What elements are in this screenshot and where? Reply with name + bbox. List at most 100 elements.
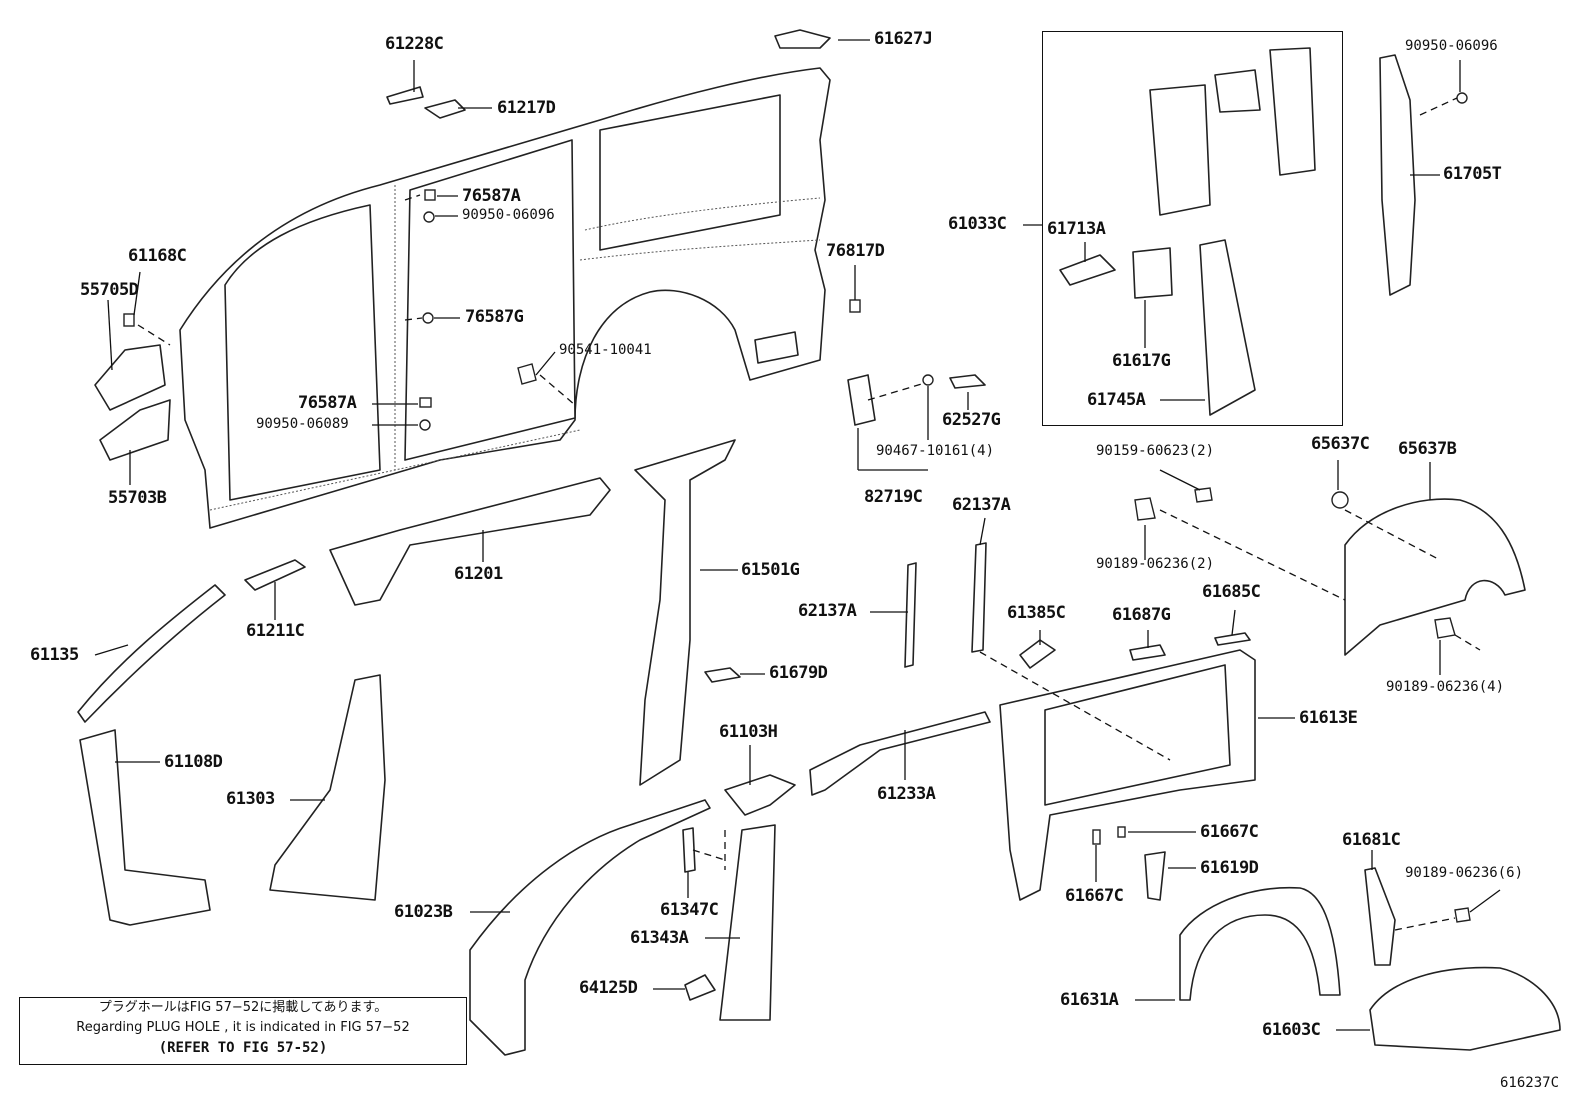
- part-82719c-shape: [847, 374, 876, 426]
- note-line-japanese: プラグホールはFIG 57−52に掲載してあります。: [98, 1000, 388, 1015]
- label-61228c[interactable]: 61228C: [385, 34, 444, 54]
- label-76587a-top[interactable]: 76587A: [462, 186, 521, 206]
- part-61228c-shape: [386, 86, 424, 105]
- note-line-refer: (REFER TO FIG 57-52): [158, 1040, 328, 1056]
- label-61667c-left[interactable]: 61667C: [1065, 886, 1124, 906]
- part-64125d-shape: [684, 974, 716, 1001]
- label-61033c[interactable]: 61033C: [948, 214, 1007, 234]
- part-76587a-mid-shape: [419, 397, 432, 408]
- part-61619d-shape: [1144, 851, 1166, 901]
- label-65637b[interactable]: 65637B: [1398, 439, 1457, 459]
- part-9015960623-shape: [1194, 487, 1213, 503]
- label-61619d[interactable]: 61619D: [1200, 858, 1259, 878]
- part-61631a-shape: [1179, 886, 1341, 1001]
- part-76817d-shape: [849, 299, 861, 313]
- label-65637c[interactable]: 65637C: [1311, 434, 1370, 454]
- label-90950-06089[interactable]: 90950-06089: [256, 416, 349, 432]
- label-90189-06236-2[interactable]: 90189-06236(2): [1096, 556, 1215, 572]
- part-9095006089-shape: [419, 419, 431, 431]
- label-61627j[interactable]: 61627J: [874, 29, 933, 49]
- part-61217d-shape: [424, 99, 466, 119]
- dashed-lines: [137, 97, 1481, 931]
- label-61685c[interactable]: 61685C: [1202, 582, 1261, 602]
- label-76587a-mid[interactable]: 76587A: [298, 393, 357, 413]
- part-61685c-shape: [1214, 632, 1251, 646]
- assembly-box-61033c: [1042, 31, 1343, 426]
- label-61681c[interactable]: 61681C: [1342, 830, 1401, 850]
- leader-lines: [94, 39, 1501, 1031]
- label-90189-06236-4[interactable]: 90189-06236(4): [1386, 679, 1505, 695]
- label-90950-06096-top[interactable]: 90950-06096: [462, 207, 555, 223]
- label-61631a[interactable]: 61631A: [1060, 990, 1119, 1010]
- label-64125d[interactable]: 64125D: [579, 978, 638, 998]
- label-61613e[interactable]: 61613E: [1299, 708, 1358, 728]
- label-61168c[interactable]: 61168C: [128, 246, 187, 266]
- part-61201-shape: [329, 477, 611, 606]
- part-61745a-shape: [1199, 239, 1256, 416]
- label-76587g[interactable]: 76587G: [465, 307, 524, 327]
- label-62137a-left[interactable]: 62137A: [798, 601, 857, 621]
- label-61108d[interactable]: 61108D: [164, 752, 223, 772]
- part-61168c-shape: [123, 313, 135, 327]
- label-61745a[interactable]: 61745A: [1087, 390, 1146, 410]
- part-61667c-b-shape: [1117, 826, 1126, 838]
- part-61679d-shape: [704, 667, 741, 683]
- part-61347c-shape: [682, 827, 696, 873]
- part-61705t-shape: [1379, 54, 1416, 296]
- label-61201[interactable]: 61201: [454, 564, 503, 584]
- label-61233a[interactable]: 61233A: [877, 784, 936, 804]
- label-90189-06236-6[interactable]: 90189-06236(6): [1405, 865, 1524, 881]
- label-82719c[interactable]: 82719C: [864, 487, 923, 507]
- label-61343a[interactable]: 61343A: [630, 928, 689, 948]
- part-55705d-shape: [94, 344, 166, 411]
- label-90467-10161[interactable]: 90467-10161(4): [876, 443, 995, 459]
- label-61385c[interactable]: 61385C: [1007, 603, 1066, 623]
- part-61385c-shape: [1019, 639, 1056, 669]
- note-line-english: Regarding PLUG HOLE , it is indicated in…: [76, 1020, 410, 1035]
- label-61135[interactable]: 61135: [30, 645, 79, 665]
- label-90541-10041[interactable]: 90541-10041: [559, 342, 652, 358]
- part-61343a-shape: [719, 824, 776, 1021]
- label-61667c-right[interactable]: 61667C: [1200, 822, 1259, 842]
- part-62137a-right-shape: [971, 542, 987, 653]
- part-9054110041-shape: [517, 363, 537, 385]
- label-61023b[interactable]: 61023B: [394, 902, 453, 922]
- part-76587g-shape: [422, 312, 434, 324]
- part-61023b-shape: [469, 799, 711, 1056]
- part-61233a-shape: [809, 711, 991, 796]
- label-61705t[interactable]: 61705T: [1443, 164, 1502, 184]
- label-90159-60623[interactable]: 90159-60623(2): [1096, 443, 1215, 459]
- label-61617g[interactable]: 61617G: [1112, 351, 1171, 371]
- label-61603c[interactable]: 61603C: [1262, 1020, 1321, 1040]
- label-61687g[interactable]: 61687G: [1112, 605, 1171, 625]
- part-9046710161-shape: [922, 374, 934, 386]
- label-76817d[interactable]: 76817D: [826, 241, 885, 261]
- part-61501g-shape: [634, 439, 736, 786]
- part-61667c-a-shape: [1092, 829, 1101, 845]
- label-61713a[interactable]: 61713A: [1047, 219, 1106, 239]
- part-62527g-shape: [949, 374, 986, 389]
- plug-hole-note: プラグホールはFIG 57−52に掲載してあります。 Regarding PLU…: [19, 997, 467, 1065]
- label-61679d[interactable]: 61679D: [769, 663, 828, 683]
- label-62527g[interactable]: 62527G: [942, 410, 1001, 430]
- part-76587a-top-shape: [424, 189, 436, 201]
- label-62137a-right[interactable]: 62137A: [952, 495, 1011, 515]
- label-61501g[interactable]: 61501G: [741, 560, 800, 580]
- label-55705d[interactable]: 55705D: [80, 280, 139, 300]
- side-panel-outer: [179, 67, 831, 529]
- part-9095006096-top-shape: [423, 211, 435, 223]
- part-61687g-shape: [1129, 644, 1166, 661]
- label-61103h[interactable]: 61103H: [719, 722, 778, 742]
- label-61347c[interactable]: 61347C: [660, 900, 719, 920]
- label-61211c[interactable]: 61211C: [246, 621, 305, 641]
- label-55703b[interactable]: 55703B: [108, 488, 167, 508]
- part-61603c-shape: [1369, 966, 1561, 1051]
- label-61303[interactable]: 61303: [226, 789, 275, 809]
- label-90950-06096-right[interactable]: 90950-06096: [1405, 38, 1498, 54]
- part-61713a-shape: [1059, 254, 1116, 286]
- label-61217d[interactable]: 61217D: [497, 98, 556, 118]
- part-61033c-sub-shape: [1149, 84, 1211, 216]
- part-61033c-sub3-shape: [1269, 47, 1316, 176]
